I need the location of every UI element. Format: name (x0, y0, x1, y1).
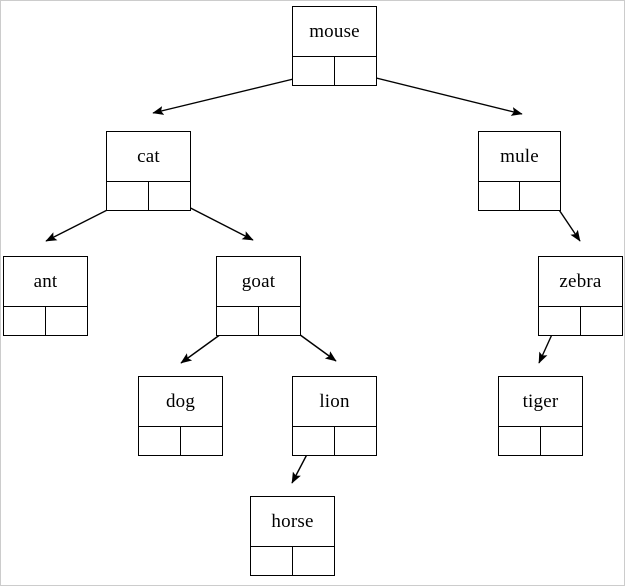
tree-node-cat[interactable]: cat (106, 131, 191, 211)
node-label-lion: lion (293, 377, 376, 427)
tree-node-goat[interactable]: goat (216, 256, 301, 336)
node-label-cat: cat (107, 132, 190, 182)
node-right-pointer-mouse[interactable] (335, 57, 377, 85)
node-label-goat: goat (217, 257, 300, 307)
node-label-zebra: zebra (539, 257, 622, 307)
tree-node-lion[interactable]: lion (292, 376, 377, 456)
node-pointer-cells-lion (293, 427, 376, 455)
edge-mouse-to-mule (355, 72, 523, 116)
node-left-pointer-mule[interactable] (479, 182, 520, 210)
node-right-pointer-lion[interactable] (335, 427, 377, 455)
tree-node-mule[interactable]: mule (478, 131, 561, 211)
node-right-pointer-ant[interactable] (46, 307, 88, 335)
node-pointer-cells-dog (139, 427, 222, 455)
tree-node-ant[interactable]: ant (3, 256, 88, 336)
node-left-pointer-mouse[interactable] (293, 57, 335, 85)
node-pointer-cells-mule (479, 182, 560, 210)
node-pointer-cells-horse (251, 547, 334, 575)
node-left-pointer-tiger[interactable] (499, 427, 541, 455)
node-label-ant: ant (4, 257, 87, 307)
node-left-pointer-dog[interactable] (139, 427, 181, 455)
node-pointer-cells-mouse (293, 57, 376, 85)
tree-node-tiger[interactable]: tiger (498, 376, 583, 456)
node-pointer-cells-tiger (499, 427, 582, 455)
node-left-pointer-zebra[interactable] (539, 307, 581, 335)
node-label-tiger: tiger (499, 377, 582, 427)
node-pointer-cells-cat (107, 182, 190, 210)
edge-mouse-to-cat (152, 73, 315, 115)
node-left-pointer-lion[interactable] (293, 427, 335, 455)
node-left-pointer-cat[interactable] (107, 182, 149, 210)
node-label-mouse: mouse (293, 7, 376, 57)
node-right-pointer-horse[interactable] (293, 547, 335, 575)
node-pointer-cells-ant (4, 307, 87, 335)
node-label-horse: horse (251, 497, 334, 547)
node-label-mule: mule (479, 132, 560, 182)
node-left-pointer-horse[interactable] (251, 547, 293, 575)
node-pointer-cells-goat (217, 307, 300, 335)
node-right-pointer-mule[interactable] (520, 182, 561, 210)
node-right-pointer-goat[interactable] (259, 307, 301, 335)
node-left-pointer-ant[interactable] (4, 307, 46, 335)
tree-node-mouse[interactable]: mouse (292, 6, 377, 86)
node-pointer-cells-zebra (539, 307, 622, 335)
node-right-pointer-dog[interactable] (181, 427, 223, 455)
tree-node-dog[interactable]: dog (138, 376, 223, 456)
node-left-pointer-goat[interactable] (217, 307, 259, 335)
node-right-pointer-zebra[interactable] (581, 307, 623, 335)
tree-node-horse[interactable]: horse (250, 496, 335, 576)
node-right-pointer-cat[interactable] (149, 182, 191, 210)
node-label-dog: dog (139, 377, 222, 427)
node-right-pointer-tiger[interactable] (541, 427, 583, 455)
tree-node-zebra[interactable]: zebra (538, 256, 623, 336)
